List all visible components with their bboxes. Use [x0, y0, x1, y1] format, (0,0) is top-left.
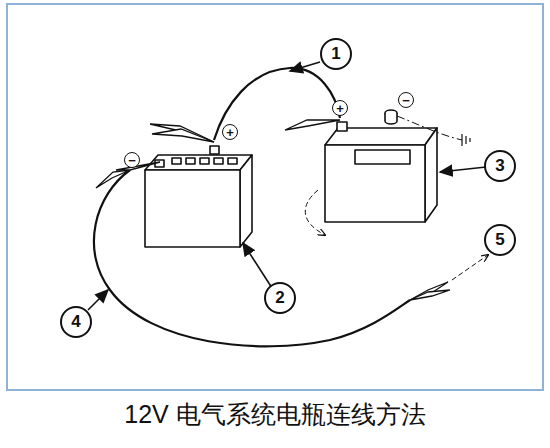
callout-number: 1 [331, 44, 340, 64]
callout-number: 2 [275, 288, 284, 308]
dashed-leader [452, 255, 488, 280]
callout-circle: 2 [264, 282, 296, 314]
clamps [96, 120, 450, 300]
polarity-sign: + [332, 100, 348, 116]
callout-circle: 4 [60, 306, 92, 338]
battery-left [145, 146, 252, 247]
polarity-sign: − [398, 92, 414, 108]
direction-arrow [305, 190, 325, 235]
polarity-sign: − [124, 152, 140, 168]
caption: 12V 电气系统电瓶连线方法 [0, 398, 550, 431]
battery-right [325, 110, 437, 222]
ground-symbol [462, 134, 470, 146]
callout-number: 5 [495, 230, 504, 250]
jumper-cables [94, 68, 410, 346]
callout-number: 3 [495, 156, 504, 176]
callout-number: 4 [71, 312, 80, 332]
callout-circle: 1 [320, 38, 352, 70]
polarity-sign: + [222, 124, 238, 140]
callout-circle: 5 [484, 224, 516, 256]
leader-lines [88, 62, 486, 310]
frame [7, 4, 543, 390]
callout-circle: 3 [484, 150, 516, 182]
